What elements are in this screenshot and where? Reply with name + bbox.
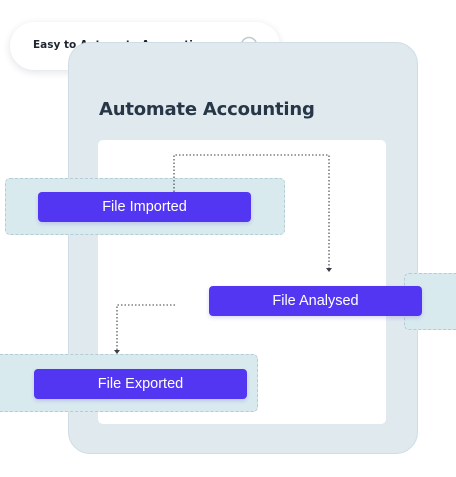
file-imported-step[interactable]: File Imported (38, 192, 251, 222)
file-exported-step[interactable]: File Exported (34, 369, 247, 399)
file-analysed-band (404, 273, 456, 330)
card-title: Automate Accounting (99, 99, 315, 120)
file-analysed-step[interactable]: File Analysed (209, 286, 422, 316)
